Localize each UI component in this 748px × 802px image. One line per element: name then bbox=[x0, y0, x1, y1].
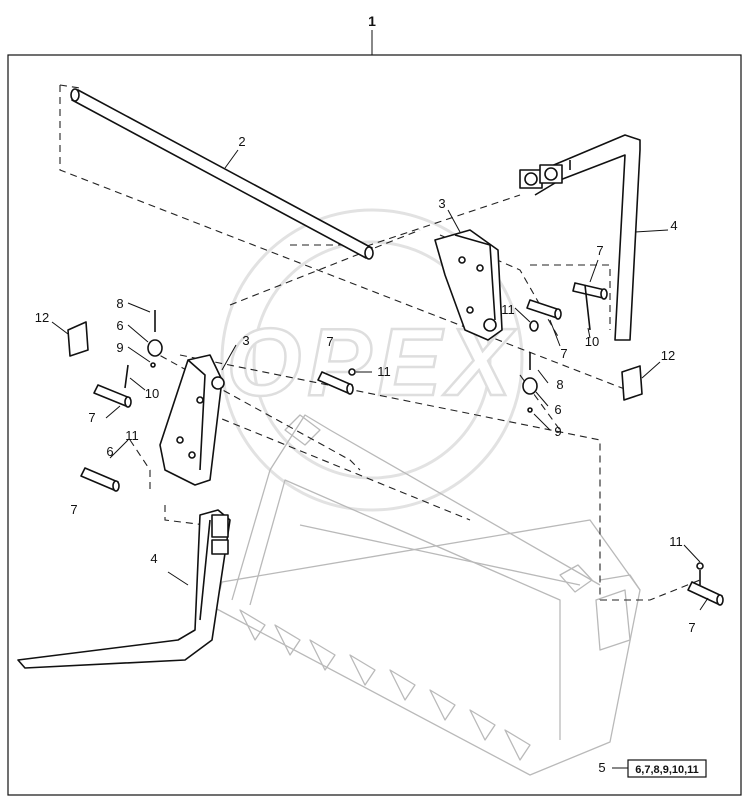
callout-7-a: 7 bbox=[88, 410, 95, 425]
callout-6-a: 6 bbox=[116, 318, 123, 333]
leader-8a bbox=[127, 302, 151, 313]
callout-3-right: 3 bbox=[438, 196, 445, 211]
callout-1: 1 bbox=[368, 13, 376, 29]
leader-7a bbox=[105, 405, 121, 419]
watermark: OPEX bbox=[220, 208, 524, 512]
hardware-center-stack bbox=[348, 368, 372, 376]
callout-7-c: 7 bbox=[326, 334, 333, 349]
callout-4-left: 4 bbox=[150, 551, 157, 566]
callout-5: 5 bbox=[598, 760, 605, 775]
leader-10b bbox=[587, 327, 591, 339]
pin-7-f bbox=[687, 581, 724, 606]
part-rod bbox=[70, 88, 374, 260]
watermark-text: OPEX bbox=[227, 309, 518, 416]
leader-11d bbox=[683, 544, 701, 563]
part-bracket-right bbox=[434, 229, 503, 341]
bucket-outline bbox=[214, 414, 641, 776]
leader-12b bbox=[641, 361, 661, 379]
callout-7-f: 7 bbox=[688, 620, 695, 635]
leader-7e bbox=[549, 319, 561, 347]
callout-11-d: 11 bbox=[669, 534, 683, 549]
pin-7-a bbox=[93, 384, 132, 408]
watermark-gear bbox=[220, 208, 524, 512]
decal-12-left bbox=[67, 321, 89, 357]
leader-2 bbox=[224, 149, 239, 169]
leader-12a bbox=[51, 321, 69, 335]
callout-7-b: 7 bbox=[70, 502, 77, 517]
callout-8-b: 8 bbox=[556, 377, 563, 392]
leader-9a bbox=[127, 346, 151, 363]
callout-11-b: 11 bbox=[501, 302, 515, 317]
pin-7-d bbox=[572, 282, 608, 300]
leader-10a bbox=[129, 377, 146, 391]
leader-11c bbox=[109, 439, 129, 459]
callout-labels: 1 2 3 3 4 4 5 6,7,8,9,10,11 6 6 6 7 7 7 … bbox=[35, 13, 699, 776]
callout-9-a: 9 bbox=[116, 340, 123, 355]
part-fork-tine-right bbox=[519, 134, 641, 341]
leader-6b bbox=[535, 391, 549, 407]
hardware-left-stack bbox=[124, 310, 163, 389]
watermark-gear-inner bbox=[252, 240, 492, 480]
callout-10-a: 10 bbox=[145, 386, 159, 401]
leader-8b bbox=[537, 369, 549, 384]
callout-2: 2 bbox=[238, 134, 245, 149]
leader-6a bbox=[127, 324, 149, 343]
leader-7f bbox=[699, 597, 709, 611]
callout-9-b: 9 bbox=[554, 424, 561, 439]
callout-11-c: 11 bbox=[125, 428, 139, 443]
part-bracket-left bbox=[159, 354, 225, 486]
callout-10-b: 10 bbox=[585, 334, 599, 349]
callout-6-c: 6 bbox=[554, 402, 561, 417]
leader-3a bbox=[221, 344, 237, 371]
leader-4b bbox=[634, 229, 669, 233]
callout-7-e: 7 bbox=[560, 346, 567, 361]
kit-list-text: 6,7,8,9,10,11 bbox=[635, 764, 699, 776]
callout-3-left: 3 bbox=[242, 333, 249, 348]
callout-12-a: 12 bbox=[35, 310, 49, 325]
callout-12-b: 12 bbox=[661, 348, 675, 363]
leader-3b bbox=[447, 209, 461, 233]
pin-7-e bbox=[526, 299, 562, 320]
hardware-far-right bbox=[696, 562, 704, 585]
callout-7-d: 7 bbox=[596, 243, 603, 258]
callout-4-right: 4 bbox=[670, 218, 677, 233]
assembly-dash-lines bbox=[59, 84, 701, 601]
hardware-right-stack bbox=[514, 284, 591, 413]
decal-12-right bbox=[621, 365, 643, 401]
assembly-frame bbox=[7, 54, 742, 796]
leader-9b bbox=[533, 413, 551, 431]
pin-7-b bbox=[80, 467, 120, 492]
part-fork-tine-left bbox=[17, 509, 231, 669]
callout-6-b: 6 bbox=[106, 444, 113, 459]
leader-4a bbox=[167, 571, 189, 586]
callout-11-a: 11 bbox=[377, 364, 391, 379]
pin-7-c bbox=[317, 371, 354, 395]
callout-8-a: 8 bbox=[116, 296, 123, 311]
leader-7d bbox=[589, 259, 599, 283]
